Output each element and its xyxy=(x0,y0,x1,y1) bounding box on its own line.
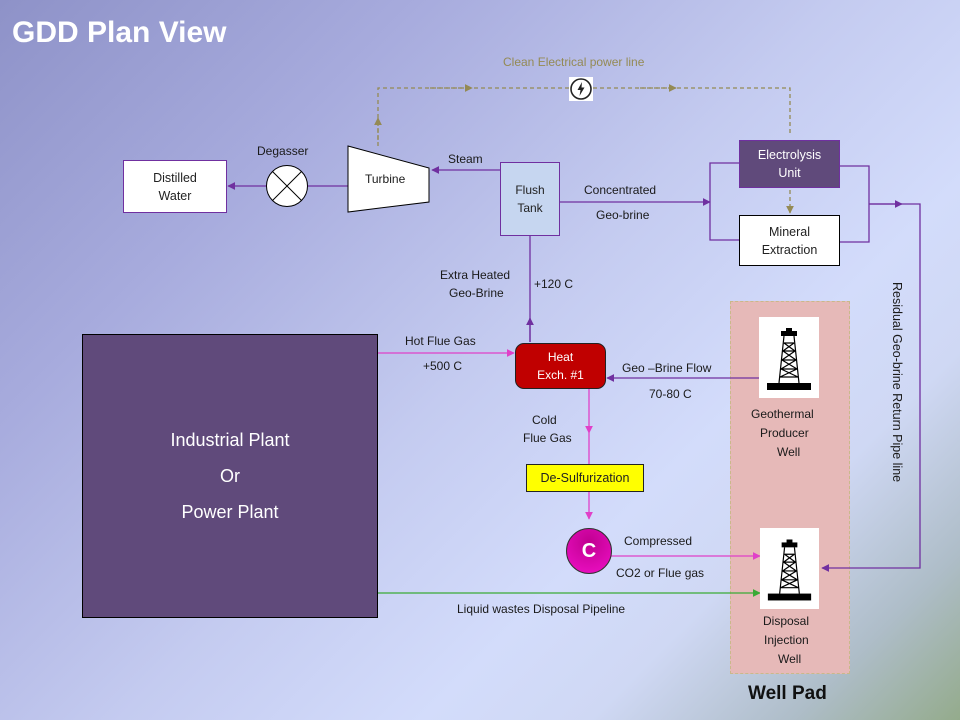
geo-brine-label: Geo-brine xyxy=(596,208,650,222)
temp-120-label: +120 C xyxy=(534,277,574,291)
power-line-label: Clean Electrical power line xyxy=(503,55,645,69)
power-line-path xyxy=(377,87,791,146)
lightning-bolt-icon xyxy=(569,77,593,101)
producer-well-label-3: Well xyxy=(777,445,801,459)
producer-well-label-1: Geothermal xyxy=(751,407,814,421)
producer-well-icon xyxy=(759,317,819,398)
flue-gas-label: Flue Gas xyxy=(523,431,572,445)
injection-well-label-1: Disposal xyxy=(763,614,810,628)
heat-exch-label-2: Exch. #1 xyxy=(537,368,584,382)
flush-tank-label-1: Flush xyxy=(515,183,545,197)
cold-label: Cold xyxy=(532,413,557,427)
desulfurization-box: De-Sulfurization xyxy=(526,464,644,492)
brine-flow-label: Geo –Brine Flow xyxy=(622,361,712,375)
merge-line xyxy=(840,165,870,243)
producer-well-label-2: Producer xyxy=(760,426,809,440)
mineral-label-1: Mineral xyxy=(769,224,810,239)
page-title: GDD Plan View xyxy=(12,16,227,49)
compressor-icon: C xyxy=(566,528,612,574)
concentrated-label: Concentrated xyxy=(584,183,657,197)
plant-label-1: Industrial Plant xyxy=(170,430,290,450)
degasser-label: Degasser xyxy=(257,144,309,158)
temp-70-80-label: 70-80 C xyxy=(649,387,692,401)
distilled-water-label-2: Water xyxy=(158,188,192,203)
degasser-icon xyxy=(266,165,308,207)
injection-well-label-2: Injection xyxy=(764,633,809,647)
liquid-wastes-label: Liquid wastes Disposal Pipeline xyxy=(457,602,626,616)
turbine-shape xyxy=(347,145,430,213)
distilled-water-label-1: Distilled xyxy=(153,170,197,185)
injection-well-label-3: Well xyxy=(778,652,802,666)
compressor-label: C xyxy=(581,540,597,562)
well-pad-label: Well Pad xyxy=(748,683,827,704)
co2-flue-label: CO2 or Flue gas xyxy=(616,566,705,580)
residual-return-label: Residual Geo-brine Return Pipe line xyxy=(890,282,904,483)
extra-heated-label-2: Geo-Brine xyxy=(449,286,504,300)
desulfurization-label: De-Sulfurization xyxy=(540,471,630,485)
mineral-label-2: Extraction xyxy=(761,242,818,257)
injection-well-icon xyxy=(760,528,819,609)
plant-label-3: Power Plant xyxy=(181,502,279,522)
heat-exch-label-1: Heat xyxy=(547,350,574,364)
electrolysis-label-2: Unit xyxy=(778,166,801,180)
turbine-label: Turbine xyxy=(365,172,406,186)
hot-flue-gas-label: Hot Flue Gas xyxy=(405,334,476,348)
steam-label: Steam xyxy=(448,152,483,166)
flush-tank-label-2: Tank xyxy=(517,201,543,215)
compressed-label: Compressed xyxy=(624,534,693,548)
extra-heated-label-1: Extra Heated xyxy=(440,268,511,282)
power-line xyxy=(374,84,794,214)
electrolysis-label-1: Electrolysis xyxy=(757,148,822,162)
temp-500-label: +500 C xyxy=(423,359,463,373)
plant-label-2: Or xyxy=(219,466,240,486)
split-line xyxy=(709,162,740,241)
